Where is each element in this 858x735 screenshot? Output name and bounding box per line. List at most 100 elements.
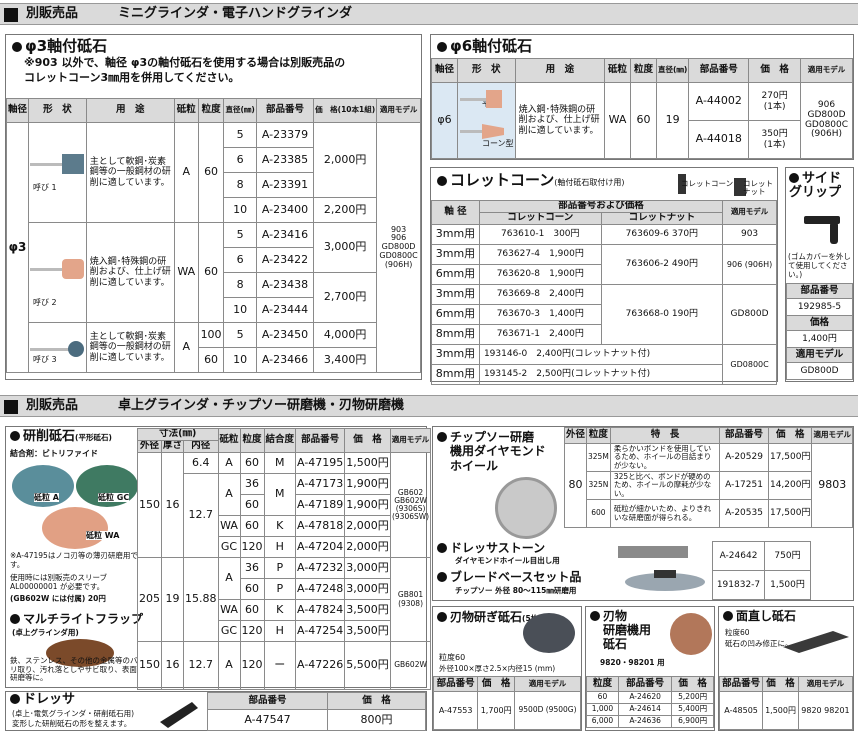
dresser-panel: ドレッサ (卓上･電気グラインダ・研削砥石用) 変形した研削砥石の形を整えます。 (5, 691, 427, 731)
table-cell: WA (173, 222, 199, 323)
table-header-cell: 適用モデル (722, 200, 777, 225)
table-cell: 9820 98201 (797, 691, 854, 730)
table-cell: 763620-8 1,900円 (478, 264, 602, 285)
table-cell: A (217, 473, 241, 516)
table-cell: 60 (586, 691, 619, 704)
table-header-cell: 適用モデル (514, 676, 581, 692)
table-cell: 1,500円 (764, 570, 811, 600)
table-cell: 3,500円 (344, 599, 391, 621)
text-label: 粒度60 (725, 628, 750, 637)
text-label: 763609-6 (625, 229, 669, 240)
table-cell: 2,700円 (313, 272, 378, 323)
table-cell: 12.7 (183, 473, 219, 558)
table-header-cell: 部品番号 (207, 692, 328, 710)
text-label: 490円 (671, 259, 699, 270)
table-cell: 325と比べ、ボンドが硬めのため、ホイールの摩耗が少ない。 (609, 471, 721, 500)
text-label: サイドグリップ (789, 171, 842, 201)
text-label: 1,900円 (549, 249, 584, 260)
table-header-cell: 部品番号 (786, 283, 853, 299)
flattening-stone-icon (783, 631, 849, 653)
text-label: φ6軸付砥石 (450, 37, 533, 55)
text-label: 呼び 1 (33, 183, 57, 192)
sharpener-stone-title: 刃物研磨機用砥石 (590, 609, 651, 651)
text-label: 763669-8 (496, 289, 541, 300)
table-cell: A-23385 (255, 147, 315, 173)
table-cell: A-44018 (688, 120, 750, 159)
table-cell: 3mm用 (431, 244, 480, 265)
table-cell: A-47248 (295, 578, 346, 600)
table-cell: 12.7 (183, 641, 219, 690)
text-label: (906H) (811, 129, 842, 140)
text-label: 砥石の凹み修正に。 (725, 639, 793, 648)
table-cell: 主として軟鋼･炭素鋼等の一般鋼材の研削に適しています。 (85, 322, 175, 373)
table-cell: 5,500円 (344, 641, 391, 690)
table-header-cell: 部品番号および価格 (478, 200, 724, 213)
phi3-table: 軸径形 状用 途 砥粒粒度直径(㎜) 部品番号価 格(10本1組)適用モデル φ… (5, 98, 421, 373)
table-header-cell: 適用モデル (800, 58, 853, 83)
table-header-cell: 形 状 (456, 58, 516, 83)
table-cell: A-24614 (617, 703, 673, 716)
table-cell: A (173, 122, 199, 223)
table-cell: 主として軟鋼･炭素鋼等の一般鋼材の研削に適しています。 (85, 122, 175, 223)
table-cell: P (263, 578, 297, 600)
table-cell: 1,500円 (762, 691, 799, 730)
table-header-cell: 価 格 (767, 427, 813, 444)
text-label: コレットコーン (450, 171, 555, 189)
table-cell: 763669-8 2,400円 (478, 284, 602, 305)
table-header-cell: 適用モデル (376, 98, 421, 123)
phi6-panel: φ6軸付砥石 (430, 34, 854, 160)
table-cell: 4,000円 (313, 322, 378, 348)
text-label: 763620-8 (496, 269, 541, 280)
table-header-cell: 形 状 (28, 98, 87, 123)
knife-stone-icon (523, 613, 575, 653)
table-cell: 5 (223, 322, 257, 348)
table-cell: 60 (239, 452, 265, 474)
side-grip-icon (804, 216, 840, 244)
text-label: GD800D (381, 242, 416, 252)
dresser-title: ドレッサ (10, 692, 75, 708)
table-cell: 763668-0 190円 (600, 284, 724, 345)
table-cell: 3mm用 (431, 224, 480, 245)
table-header-cell: 価格 (786, 315, 853, 331)
table-header-cell: 寸法(㎜) (137, 428, 219, 441)
collet-title: コレットコーン(軸付砥石取付け用) (437, 171, 625, 189)
table-cell: M (263, 452, 297, 474)
table-cell: 800円 (327, 709, 426, 731)
table-header-cell: 軸径 (431, 58, 458, 83)
text-label: ブレードベースセット品 (450, 570, 582, 584)
text-label: 砥粒 WA (86, 531, 120, 541)
text-label: 砥粒 GC (98, 493, 130, 503)
table-header-cell: 軸径 (5, 98, 30, 123)
text-label: 呼び 3 (33, 355, 57, 364)
table-cell: 19 (160, 557, 185, 642)
sharpener-stone-icon (670, 613, 712, 655)
table-cell: 9500D (9500G) (514, 691, 581, 730)
table-cell: A-47547 (207, 709, 328, 731)
flap-title: マルチライトフラップ (10, 612, 144, 627)
table-cell: 60 (239, 515, 265, 537)
table-cell: A-47204 (295, 536, 346, 558)
text-label: 粒度60 (439, 653, 466, 662)
table-header-cell: 粒度 (586, 427, 611, 444)
table-cell: 763609-6 370円 (600, 224, 724, 245)
table-header-cell: 価 格 (671, 676, 714, 692)
text-label: ドレッサストーン (450, 541, 546, 555)
collet-parts-icon (678, 174, 746, 196)
text-label: 906 (817, 99, 836, 110)
table-cell: A-47232 (295, 557, 346, 579)
table-cell: 16 (160, 452, 185, 558)
table-cell: A-23444 (255, 297, 315, 323)
text-label: (GB602W には付属) 20円 (10, 594, 106, 603)
table-header-cell: 粒度 (586, 676, 619, 692)
section-mark (4, 8, 18, 22)
table-header-cell: 部品番号 (719, 427, 769, 444)
text-label: マルチライトフラップ (23, 612, 144, 626)
table-cell: 903 (722, 224, 777, 245)
table-cell: 750円 (764, 541, 811, 571)
